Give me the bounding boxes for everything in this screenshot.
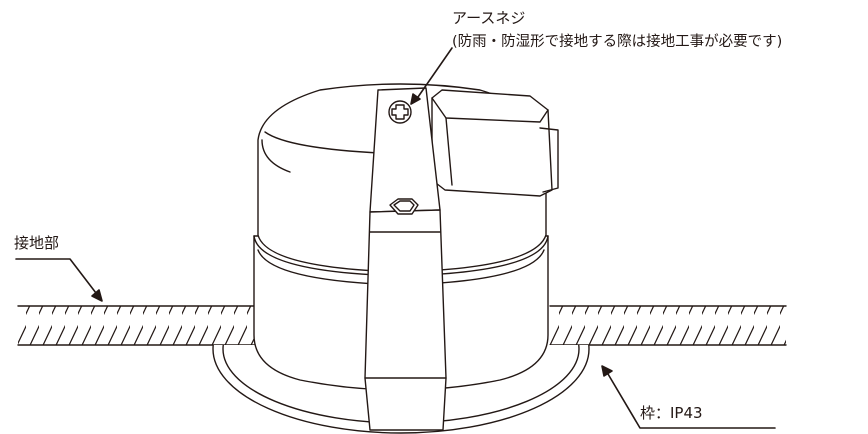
terminal-box <box>431 89 559 197</box>
terminal-box-lid <box>431 97 549 123</box>
frame-arrowhead <box>601 365 613 377</box>
ceiling-hatch-left <box>18 306 254 345</box>
frame-rating-label: 枠：IP43 <box>640 404 703 422</box>
ceiling-hatch-right <box>550 306 786 345</box>
ground-part-arrowhead <box>91 289 103 302</box>
earth-screw-arrowhead <box>410 93 421 105</box>
terminal-box-body <box>431 89 553 197</box>
frame-leader <box>607 373 776 429</box>
earth-screw-icon <box>388 100 412 124</box>
upper-housing-shoulder <box>261 139 291 173</box>
mounting-bracket <box>364 87 447 431</box>
ceiling-board <box>17 305 787 346</box>
bracket-lower-arm <box>364 209 447 386</box>
terminal-box-edge <box>445 117 453 186</box>
leaders <box>15 47 776 429</box>
ground-part-leader <box>15 258 97 294</box>
earth-screw-label: アースネジ <box>452 9 526 27</box>
hex-nut-icon <box>389 198 419 215</box>
terminal-box-tab <box>539 127 559 193</box>
earth-screw-note: (防雨・防湿形で接地する際は接地工事が必要です) <box>452 34 783 50</box>
bracket-foot <box>364 377 447 431</box>
earth-screw-leader <box>417 47 453 98</box>
ground-part-label: 接地部 <box>14 234 60 252</box>
